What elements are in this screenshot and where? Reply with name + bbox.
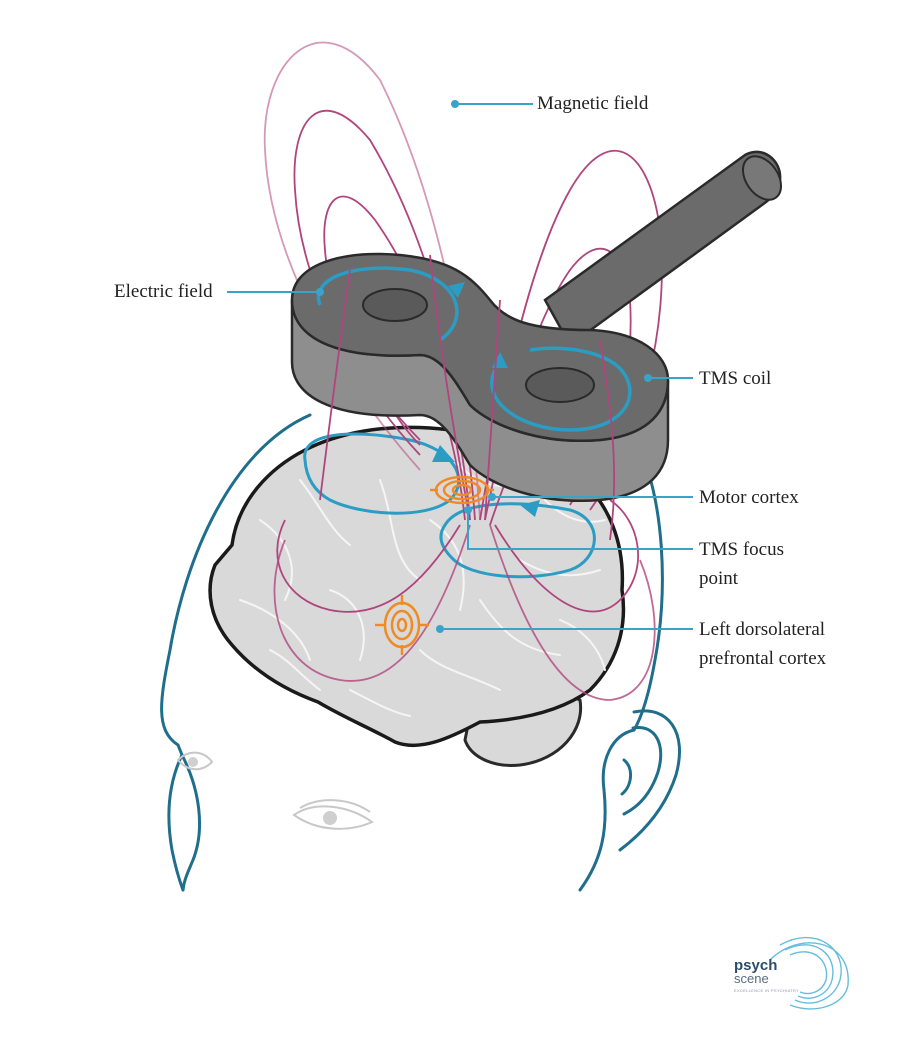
- label-left-dlpfc: Left dorsolateral prefrontal cortex: [699, 619, 827, 669]
- head-outline: [160, 413, 681, 892]
- logo-word-scene: scene: [734, 971, 769, 986]
- brain: [208, 425, 626, 767]
- induced-current-loops: [303, 432, 596, 579]
- psych-scene-logo-swirl: [769, 936, 849, 1010]
- dlpfc-target: [375, 595, 429, 655]
- label-tms-focus-point: TMS focus point: [699, 539, 784, 589]
- tms-coil: [290, 252, 670, 541]
- logo-word-psych: psych: [734, 957, 778, 974]
- face-features: [176, 751, 374, 830]
- label-magnetic-field: Magnetic field: [537, 93, 649, 114]
- leader-dots: [316, 100, 652, 633]
- motor-cortex-target: [430, 475, 494, 505]
- logo-tagline: EXCELLENCE IN PSYCHIATRY: [734, 988, 800, 993]
- leader-lines: [227, 103, 693, 630]
- label-tms-coil: TMS coil: [699, 368, 772, 389]
- cerebrum: [208, 425, 626, 748]
- label-motor-cortex: Motor cortex: [699, 487, 799, 508]
- tms-coil-handle: [543, 150, 783, 347]
- label-electric-field: Electric field: [114, 281, 213, 302]
- psych-scene-logo: psych scene EXCELLENCE IN PSYCHIATRY: [734, 958, 844, 1008]
